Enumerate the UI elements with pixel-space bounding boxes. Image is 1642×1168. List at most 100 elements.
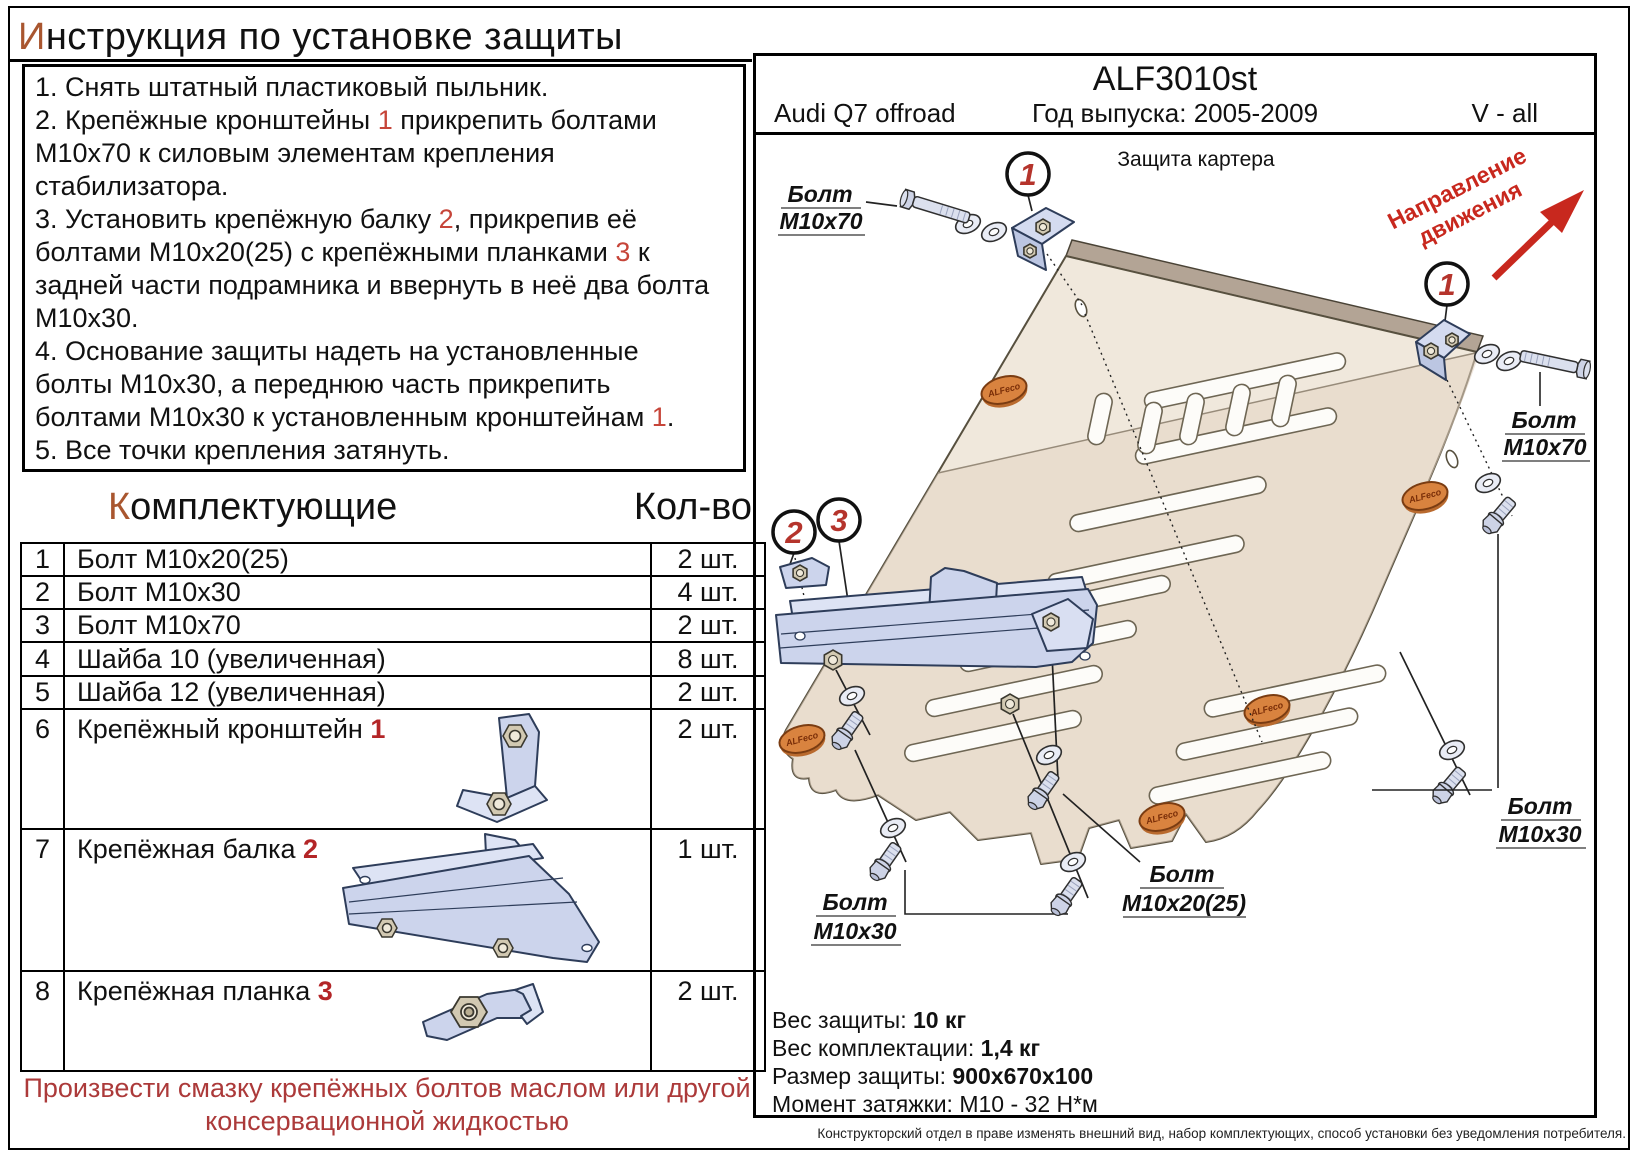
alfeco-logo: ALFeco: [1401, 481, 1449, 514]
table-row: 5 Шайба 12 (увеличенная) 2 шт.: [20, 675, 766, 710]
table-row: 2 Болт М10х30 4 шт.: [20, 575, 766, 610]
manufacturer-disclaimer: Конструкторский отдел в праве изменять в…: [817, 1126, 1626, 1141]
instruction-line: М10х70 к силовым элементам крепления: [35, 138, 555, 168]
bracket-part-image: [456, 713, 548, 823]
part-qty: 2 шт.: [650, 675, 766, 710]
installation-steps-box: 1. Снять штатный пластиковый пыльник.2. …: [22, 64, 746, 472]
hex-nut: [1445, 332, 1459, 348]
part-qty: 2 шт.: [650, 608, 766, 643]
row-number: 3: [20, 608, 65, 643]
svg-text:Болт: Болт: [822, 889, 887, 915]
label-leader-lines: [1062, 372, 1541, 863]
page-border: [8, 6, 1630, 1150]
part-qty: 8 шт.: [650, 641, 766, 677]
clamp-plate-right: [1031, 598, 1094, 652]
callout-1-top-left: 1: [1005, 151, 1051, 197]
washer: [1059, 851, 1087, 873]
instruction-line: болты М10х30, а переднюю часть прикрепит…: [35, 369, 611, 399]
row-number: 4: [20, 641, 65, 677]
svg-text:М10х70: М10х70: [779, 208, 862, 234]
row-number: 7: [20, 828, 65, 972]
instruction-line: 3. Установить крепёжную балку 2, прикреп…: [35, 204, 637, 234]
part-name: Крепёжная балка 2: [63, 828, 652, 972]
svg-text:Болт: Болт: [787, 181, 852, 207]
bolt-m10: [1027, 770, 1060, 811]
part-qty: 2 шт.: [650, 970, 766, 1072]
alfeco-logo: ALFeco: [1138, 802, 1186, 835]
lubrication-note: Произвести смазку крепёжных болтов масло…: [23, 1073, 751, 1136]
part-qty: 1 шт.: [650, 828, 766, 972]
hex-nut: [1423, 342, 1439, 360]
instruction-line: М10х30.: [35, 303, 139, 333]
svg-text:М10х20(25): М10х20(25): [1122, 890, 1246, 916]
title-accent-letter: И: [18, 16, 46, 58]
table-row: 6 Крепёжный кронштейн 1 2 шт.: [20, 708, 766, 830]
part-qty: 4 шт.: [650, 575, 766, 610]
beam-part-image: [342, 833, 600, 963]
header-divider: [756, 132, 1594, 135]
title-underline: [10, 59, 752, 62]
table-row: 4 Шайба 10 (увеличенная) 8 шт.: [20, 641, 766, 677]
washer: [1495, 350, 1523, 372]
instruction-line: болтами М10х20(25) с крепёжными планками…: [35, 237, 650, 267]
row-number: 8: [20, 970, 65, 1072]
part-name: Болт М10х30: [63, 575, 652, 610]
hardware: [792, 188, 1592, 917]
table-row: 8 Крепёжная планка 3 2 шт.: [20, 970, 766, 1072]
components-table: 1 Болт М10х20(25) 2 шт. 2 Болт М10х30 4 …: [20, 542, 766, 1072]
hex-nut: [1023, 243, 1037, 259]
callout-1-top-right: 1: [1424, 261, 1470, 307]
label-bolt-m10x30-bottom-left: Болт М10х30: [811, 889, 901, 946]
label-bolt-m10x70-left: Болт М10х70: [778, 181, 865, 236]
callout-3: 3: [816, 497, 862, 543]
row-number: 6: [20, 708, 65, 830]
qty-column-title: Кол-во: [633, 486, 752, 528]
spec-weight: Вес защиты: 10 кг: [772, 1007, 967, 1033]
part-name: Крепёжная планка 3: [63, 970, 652, 1072]
instruction-line: 2. Крепёжные кронштейны 1 прикрепить бол…: [35, 105, 657, 135]
alfeco-logo: ALFeco: [980, 375, 1028, 408]
leader-line: [904, 870, 1068, 915]
callout-2: 2: [771, 509, 817, 555]
instruction-line: 5. Все точки крепления затянуть.: [35, 435, 450, 465]
bolt-m10: [831, 710, 864, 751]
table-row: 1 Болт М10х20(25) 2 шт.: [20, 542, 766, 577]
bolt-m10: [1432, 766, 1467, 805]
direction-arrow: [1491, 190, 1584, 281]
hex-nut: [792, 564, 808, 582]
specifications: Вес защиты: 10 кг Вес комплектации: 1,4 …: [772, 1006, 1098, 1118]
alfeco-logo: ALFeco: [778, 724, 826, 757]
part-qty: 2 шт.: [650, 708, 766, 830]
instruction-line: задней части подрамника и ввернуть в неё…: [35, 270, 710, 300]
model-code: ALF3010st: [1092, 60, 1258, 98]
page-title: Инструкция по установке защиты: [18, 16, 623, 59]
product-panel: ALF3010st Audi Q7 offroad Год выпуска: 2…: [753, 53, 1597, 1118]
spec-kit-weight: Вес комплектации: 1,4 кг: [772, 1035, 1041, 1061]
spec-size: Размер защиты: 900х670х100: [772, 1063, 1094, 1089]
engine-variant: V - all: [1471, 98, 1538, 128]
washer: [1035, 744, 1063, 766]
label-bolt-m10x70-right: Болт М10х70: [1502, 407, 1590, 462]
vehicle-name: Audi Q7 offroad: [774, 98, 956, 128]
part-name: Шайба 12 (увеличенная): [63, 675, 652, 710]
bolt-m10x70: [1519, 350, 1592, 380]
svg-text:М10х70: М10х70: [1503, 434, 1586, 460]
components-title: Комплектующие: [108, 486, 398, 528]
svg-text:2: 2: [784, 515, 802, 550]
direction-of-travel: Направление движения: [1383, 142, 1584, 281]
washer: [1473, 343, 1501, 365]
mounting-beam: [775, 567, 1098, 668]
row-number: 5: [20, 675, 65, 710]
part-qty: 2 шт.: [650, 542, 766, 577]
washer: [1474, 472, 1502, 494]
hex-nut: [823, 649, 843, 671]
part-name: Болт М10х70: [63, 608, 652, 643]
washer: [879, 817, 907, 839]
svg-text:Болт: Болт: [1507, 793, 1572, 819]
washer: [980, 221, 1008, 243]
label-bolt-m10x30-right: Болт М10х30: [1496, 793, 1586, 849]
bolt-m10x70: [899, 188, 971, 224]
diagram-title: Защита картера: [1117, 148, 1275, 171]
